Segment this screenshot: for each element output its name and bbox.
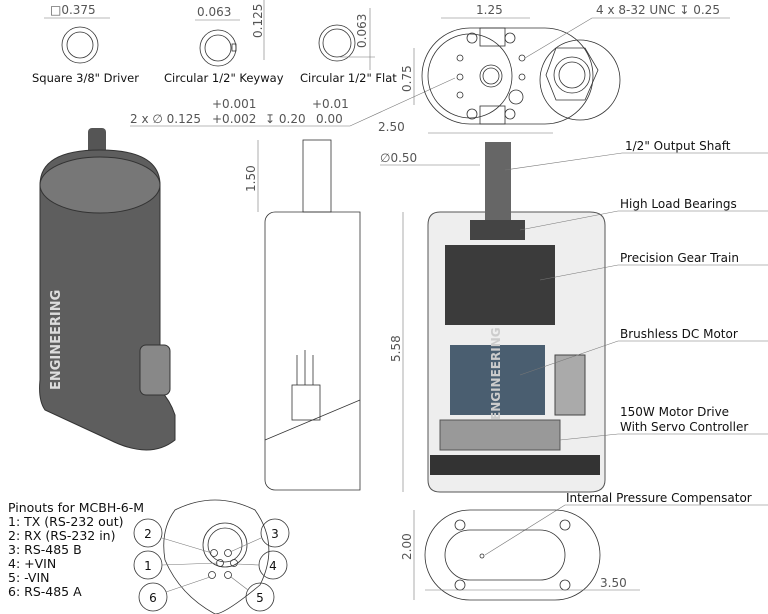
dimension-label: 0.125 xyxy=(251,4,265,38)
pin-5: 5: -VIN xyxy=(8,570,50,585)
top-width-dim: 1.25 xyxy=(476,3,503,17)
isometric-view: ENGINEERING xyxy=(39,128,176,451)
callout-servo: With Servo Controller xyxy=(620,420,748,434)
section-brand: ENGINEERING xyxy=(489,327,503,420)
pin-number-6: 6 xyxy=(149,591,157,605)
bottom-width-dim: 3.50 xyxy=(600,576,627,590)
callout-gear-train: Precision Gear Train xyxy=(620,251,739,265)
top-height-dim: 0.75 xyxy=(400,65,414,92)
callout-output-shaft: 1/2" Output Shaft xyxy=(625,139,731,153)
iso-brand: ENGINEERING xyxy=(49,290,64,390)
callout-pressure-compensator: Internal Pressure Compensator xyxy=(566,491,752,505)
dimension-label: 0.063 xyxy=(197,5,231,19)
dimension-label: 0.063 xyxy=(355,14,369,48)
height-dim: 5.58 xyxy=(389,335,403,362)
callout-motor-drive: 150W Motor Drive xyxy=(620,405,729,419)
shaft-label: Circular 1/2" Keyway xyxy=(164,71,284,85)
callout-bearings: High Load Bearings xyxy=(620,197,737,211)
pin-number-1: 1 xyxy=(144,559,152,573)
shaft-length-dim: 1.50 xyxy=(244,165,258,192)
shaft-diameter-dim: ∅0.50 xyxy=(380,151,417,165)
pin-3: 3: RS-485 B xyxy=(8,542,82,557)
bottom-height-dim: 2.00 xyxy=(400,533,414,560)
tolerance-lower2: 0.00 xyxy=(316,112,343,126)
pin-2: 2: RX (RS-232 in) xyxy=(8,528,115,543)
tolerance-lower: +0.002 xyxy=(212,112,256,126)
section-view: ENGINEERING ∅0.50 5.58 xyxy=(380,142,606,493)
tolerance-depth: ↧ 0.20 xyxy=(265,112,306,126)
pinout-title: Pinouts for MCBH-6-M xyxy=(8,500,144,515)
tolerance-upper: +0.001 xyxy=(212,97,256,111)
pin-4: 4: +VIN xyxy=(8,556,56,571)
top-view: 1.25 0.75 4 x 8-32 UNC ↧ 0.25 2.50 xyxy=(378,3,730,134)
pin-number-2: 2 xyxy=(144,527,152,541)
shaft-option-flat: 0.063 Circular 1/2" Flat xyxy=(300,8,397,85)
side-view: 1.50 xyxy=(244,139,361,491)
pin-number-4: 4 xyxy=(269,559,277,573)
shaft-option-square: □0.375 Square 3/8" Driver xyxy=(32,3,139,85)
callouts: 1/2" Output Shaft High Load Bearings Pre… xyxy=(484,139,768,556)
dimension-label: □0.375 xyxy=(50,3,96,17)
pin-1: 1: TX (RS-232 out) xyxy=(8,514,124,529)
tolerance-prefix: 2 x ∅ 0.125 xyxy=(130,112,201,126)
bottom-view: 2.00 3.50 xyxy=(400,509,640,601)
pin-number-5: 5 xyxy=(256,591,264,605)
pinout-legend: Pinouts for MCBH-6-M 1: TX (RS-232 out) … xyxy=(8,500,144,599)
callout-motor: Brushless DC Motor xyxy=(620,327,738,341)
tolerance-upper2: +0.01 xyxy=(312,97,349,111)
overall-width-dim: 2.50 xyxy=(378,120,405,134)
pin-6: 6: RS-485 A xyxy=(8,584,82,599)
tolerance-note: +0.001 +0.01 2 x ∅ 0.125 +0.002 ↧ 0.20 0… xyxy=(130,77,456,127)
thread-note: 4 x 8-32 UNC ↧ 0.25 xyxy=(596,3,720,17)
shaft-label: Circular 1/2" Flat xyxy=(300,71,397,85)
shaft-label: Square 3/8" Driver xyxy=(32,71,139,85)
connector-detail: 2 1 6 3 4 5 xyxy=(133,499,290,614)
shaft-option-keyway: 0.063 0.125 Circular 1/2" Keyway xyxy=(164,0,284,85)
pin-number-3: 3 xyxy=(271,527,279,541)
